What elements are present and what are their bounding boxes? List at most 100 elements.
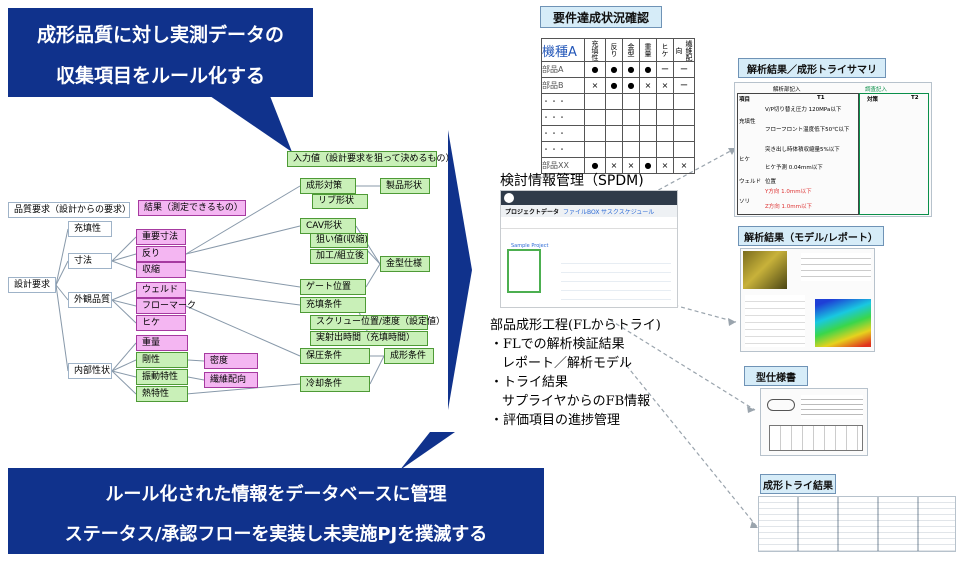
spdm-tree-highlight — [507, 249, 541, 293]
model-report-text — [745, 295, 805, 347]
spdm-tabs: プロジェクトデータ ファイルBOX サスクスケジュール — [501, 205, 677, 217]
bottom-callout: ルール化された情報をデータベースに管理 ステータス/承認フローを実装し未実施PJ… — [8, 468, 544, 554]
tab-file[interactable]: ファイルBOX — [563, 209, 600, 216]
req-header: 反り — [605, 38, 623, 62]
table-row: ・・・ — [541, 141, 695, 158]
req-header: 重量 — [639, 38, 657, 62]
weld-node: ウェルド — [136, 282, 186, 298]
mold-drawing-part — [767, 399, 795, 411]
cell: ● — [605, 61, 623, 78]
cell: × — [673, 157, 695, 174]
process-item2: ・トライ結果 — [490, 375, 569, 390]
thermal-node: 熱特性 — [136, 386, 188, 402]
summary-row-value: ヒケ予測 0.04mm以下 — [765, 165, 823, 171]
rigidity-node: 剛性 — [136, 352, 188, 368]
flow-mark-node: フローマーク — [136, 298, 196, 314]
gate-pos-node: ゲート位置 — [300, 279, 366, 295]
shrink-node: 収縮 — [136, 262, 186, 278]
input-header: 入力値（設計要求を狙って決めるもの） — [287, 151, 455, 167]
top-callout-line2: 収集項目をルール化する — [55, 65, 265, 87]
summary-col: 対策 — [867, 97, 879, 103]
row-label: 部品B — [541, 77, 585, 94]
summary-col: T1 — [817, 95, 825, 101]
req-header: 充填性 — [584, 38, 606, 62]
vibration-node: 振動特性 — [136, 369, 188, 385]
cell: × — [656, 157, 674, 174]
summary-thumb: 解析部記入 調査記入 項目 T1 対策 T2 充填性 V/P切り替え圧力 120… — [734, 82, 932, 217]
product-shape-node: 製品形状 — [380, 178, 430, 194]
summary-row-value: Z方向 1.0mm以下 — [765, 204, 812, 210]
appearance-node: 外観品質 — [68, 292, 112, 308]
cell: ● — [639, 61, 657, 78]
mold-spec-node: 金型仕様 — [380, 256, 430, 272]
cell: ● — [622, 77, 640, 94]
summary-col: T2 — [911, 95, 919, 101]
mold-thumb — [760, 388, 868, 456]
design-req-node: 設計要求 — [8, 277, 56, 293]
summary-row-value: フローフロント温度低下50℃以下 — [765, 127, 850, 133]
cell: ● — [605, 77, 623, 94]
table-row: ・・・ — [541, 125, 695, 142]
result-header: 結果（測定できるもの） — [138, 200, 246, 216]
quality-header: 品質要求（設計からの要求） — [8, 202, 131, 218]
cell: × — [639, 77, 657, 94]
heavy-dim-node: 重要寸法 — [136, 229, 186, 245]
tree-lines — [55, 185, 385, 395]
mold-drawing — [769, 425, 863, 451]
spdm-project[interactable]: Sample Project — [511, 243, 549, 249]
row-label: 部品A — [541, 61, 585, 78]
model-text-block — [801, 253, 871, 281]
bottom-callout-line2: ステータス/承認フローを実装し未実施PJを撲滅する — [64, 524, 488, 545]
molding-cond-node: 成形条件 — [384, 348, 434, 364]
app-title: プロジェクトデータ — [505, 209, 560, 216]
summary-left-box — [737, 93, 859, 215]
sink-node: ヒケ — [136, 315, 186, 331]
cool-cond-node: 冷却条件 — [300, 376, 370, 392]
summary-left-label: 解析部記入 — [773, 87, 801, 93]
app-logo-icon — [504, 193, 514, 203]
summary-row-label: ヒケ — [739, 157, 751, 163]
cell: ● — [584, 61, 606, 78]
bottom-callout-pointer — [400, 432, 455, 470]
summary-row-label: 充填性 — [739, 119, 756, 125]
screw-node: スクリュー位置/速度（設定値） — [310, 315, 445, 330]
mold-title: 型仕様書 — [744, 366, 808, 386]
dashed-arrowheads — [728, 148, 758, 528]
try-thumb — [758, 496, 956, 552]
cell: ー — [673, 77, 695, 94]
process-item1b: レポート／解析モデル — [502, 356, 633, 371]
spdm-file-list — [561, 255, 671, 303]
cell: ー — [656, 61, 674, 78]
req-table-title: 要件達成状況確認 — [540, 6, 662, 28]
table-row: 部品B × ● ● × × ー — [541, 77, 695, 94]
aim-value-node: 狙い値(収縮) — [310, 233, 368, 248]
process-assembly-node: 加工/組立後 — [310, 249, 368, 264]
tab-schedule[interactable]: サスクスケジュール — [601, 209, 655, 216]
req-header: ヒケ — [656, 38, 674, 62]
cell: ● — [622, 61, 640, 78]
flow-arrow — [448, 130, 472, 410]
model-thumb — [740, 248, 875, 352]
cav-shape-node: CAV形状 — [300, 218, 356, 234]
model-heatmap-image — [815, 299, 871, 347]
bottom-callout-line1: ルール化された情報をデータベースに管理 — [105, 484, 447, 505]
weight-node: 重量 — [136, 335, 188, 351]
summary-row-value: Y方向 1.0mm以下 — [765, 189, 812, 195]
summary-right-box — [859, 93, 929, 215]
model-render-image — [743, 251, 787, 289]
req-header: 金型 — [622, 38, 640, 62]
process-item3: ・評価項目の進捗管理 — [490, 413, 621, 428]
fill-node: 充填性 — [68, 221, 112, 237]
try-title: 成形トライ結果 — [760, 474, 836, 494]
summary-row-label: ウェルド — [739, 179, 762, 185]
fiber-node: 繊維配向 — [204, 372, 258, 388]
table-row: ・・・ — [541, 93, 695, 110]
spdm-title: 検討情報管理（SPDM) — [500, 173, 644, 189]
row-label: ・・・ — [541, 109, 585, 126]
row-label: ・・・ — [541, 141, 585, 158]
model-title: 解析結果（モデル/レポート） — [738, 226, 884, 246]
top-callout-line1: 成形品質に対し実測データの — [36, 24, 284, 46]
process-item1: ・FLでの解析検証結果 — [490, 337, 625, 352]
req-header-row: 機種A 充填性 反り 金型 重量 ヒケ 繊維配向 — [541, 38, 695, 62]
